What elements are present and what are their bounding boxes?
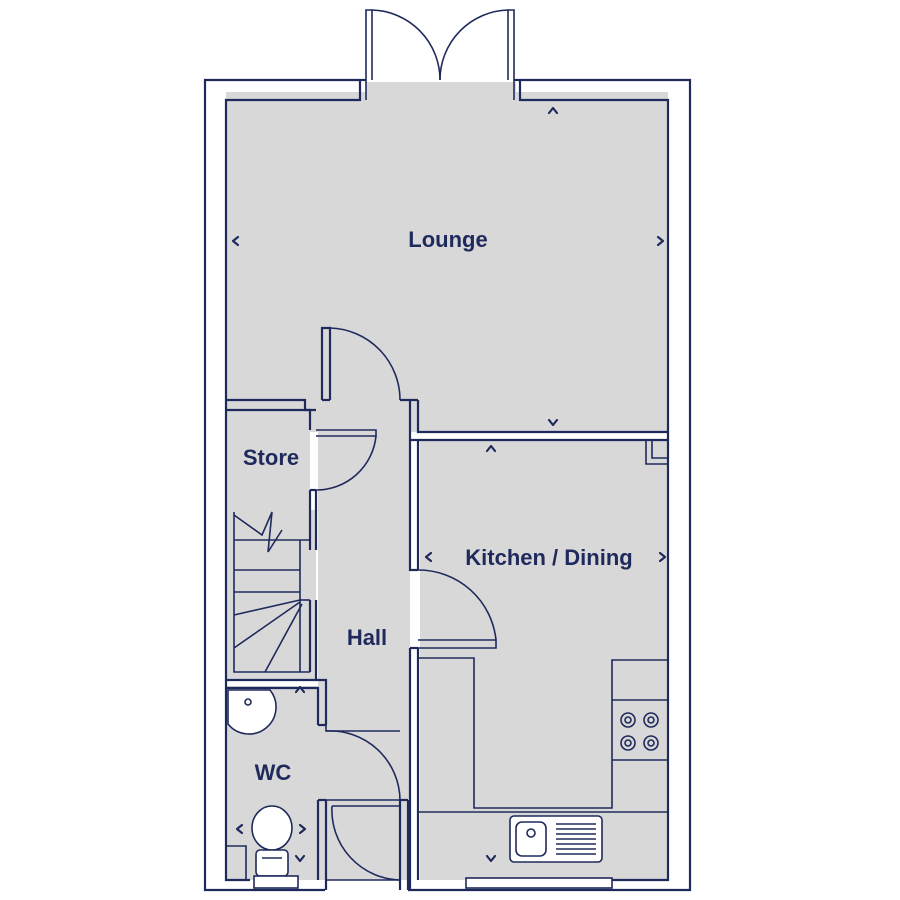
dimension-marker-icon	[547, 418, 559, 427]
dimension-marker-icon	[231, 235, 240, 247]
window	[465, 877, 613, 889]
dimension-marker-icon	[547, 106, 559, 115]
dimension-marker-icon	[656, 235, 665, 247]
toilet-icon	[251, 805, 299, 889]
stairs-floor	[226, 510, 316, 680]
dimension-marker-icon	[485, 444, 497, 453]
room-label-store: Store	[243, 445, 299, 470]
staircase-icon	[233, 511, 310, 673]
dimension-marker-icon	[294, 685, 306, 694]
dimension-marker-icon	[485, 854, 497, 863]
store-floor	[226, 410, 310, 510]
wc-door-swing-icon	[325, 725, 401, 801]
door-swing-icon	[320, 326, 401, 402]
room-label-wc: WC	[255, 760, 292, 785]
double-door-icon	[365, 9, 515, 81]
room-label-lounge: Lounge	[408, 227, 487, 252]
sink-icon	[509, 815, 603, 863]
dimension-marker-icon	[294, 854, 306, 863]
dimension-markers	[231, 106, 667, 863]
room-label-hall: Hall	[347, 625, 387, 650]
outer-walls	[203, 78, 692, 892]
kitchen-worktop	[418, 657, 668, 813]
kitchen-door-swing-icon	[417, 569, 497, 649]
room-label-kitchen-dining: Kitchen / Dining	[465, 545, 632, 570]
hob-icon	[620, 712, 659, 751]
dimension-marker-icon	[235, 823, 244, 835]
store-door-swing-icon	[315, 429, 377, 491]
wc-corner-box	[226, 845, 247, 880]
basin-icon	[227, 689, 277, 735]
lounge-floor	[226, 92, 668, 432]
dimension-marker-icon	[298, 823, 307, 835]
front-door-swing-icon	[326, 799, 401, 881]
door-opening-floor	[366, 82, 516, 94]
dimension-marker-icon	[424, 551, 433, 563]
internal-walls	[226, 398, 668, 890]
dimension-marker-icon	[658, 551, 667, 563]
floor-areas	[226, 82, 668, 880]
service-box	[645, 440, 668, 465]
